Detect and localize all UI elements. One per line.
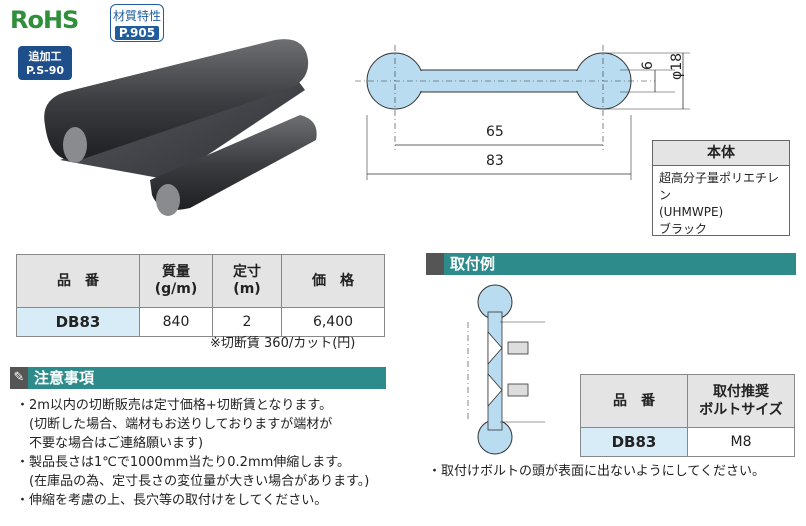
dimension-drawing [355, 45, 690, 180]
material-line: (UHMWPE) [659, 205, 724, 219]
mount-title: 取付例 [450, 255, 496, 273]
table-row: DB83 840 2 6,400 [16, 307, 385, 337]
addwork-badge-label: 追加工 [28, 50, 62, 63]
material-badge-page: P.905 [115, 26, 159, 40]
mount-header-marker [426, 253, 444, 275]
spec-header-length: 定寸 (m) [212, 254, 282, 308]
material-lines: 超高分子量ポリエチレン (UHMWPE) ブラック [653, 166, 789, 242]
mount-code: DB83 [580, 427, 688, 457]
material-line: 超高分子量ポリエチレン [659, 171, 780, 202]
material-property-badge[interactable]: 材質特性 P.905 [110, 4, 164, 42]
mount-bolt: M8 [687, 427, 795, 457]
cutting-fee-note: ※切断賃 360/カット(円) [210, 336, 356, 351]
rohs-logo: RoHS [10, 6, 79, 34]
material-line: ブラック [659, 222, 708, 236]
caution-title: 注意事項 [34, 369, 95, 387]
product-image [44, 39, 317, 216]
caution-notes: ・2m以内の切断販売は定寸価格+切断賃となります。 (切断した場合、端材もお送り… [16, 396, 396, 510]
spec-mass: 840 [139, 307, 213, 337]
caution-line: (切断した場合、端材もお送りしておりますが端材が [16, 417, 333, 432]
mount-header-bolt: 取付推奨 ボルトサイズ [687, 374, 795, 428]
spec-header-mass: 質量 (g/m) [139, 254, 213, 308]
mount-note: ・取付けボルトの頭が表面に出ないようにしてください。 [428, 464, 765, 479]
wrench-icon: ✎ [10, 367, 28, 389]
spec-price: 6,400 [281, 307, 385, 337]
material-header: 本体 [653, 141, 789, 166]
spec-code: DB83 [16, 307, 140, 337]
caution-line: (在庫品の為、定寸長さの変位量が大きい場合があります。) [16, 474, 370, 489]
dim-phi18-label: φ18 [669, 52, 685, 80]
mount-drawing [467, 284, 545, 455]
mount-table: 品 番 取付推奨 ボルトサイズ DB83 M8 [580, 374, 795, 457]
mount-header-code: 品 番 [580, 374, 688, 428]
dim-83-label: 83 [486, 153, 504, 169]
caution-header: ✎ 注意事項 [10, 367, 386, 389]
spec-table: 品 番 質量 (g/m) 定寸 (m) 価 格 DB83 840 2 6,400 [16, 254, 385, 337]
caution-line: 不要な場合はご連絡願います) [16, 436, 204, 451]
dim-6-label: 6 [640, 61, 656, 70]
spec-header-price: 価 格 [281, 254, 385, 308]
spec-length: 2 [212, 307, 282, 337]
mount-header: 取付例 [426, 253, 796, 275]
material-badge-label: 材質特性 [112, 9, 161, 23]
additional-processing-badge[interactable]: 追加工 P.S-90 [18, 46, 72, 80]
material-box: 本体 超高分子量ポリエチレン (UHMWPE) ブラック [652, 140, 790, 236]
caution-line: ・2m以内の切断販売は定寸価格+切断賃となります。 [16, 398, 333, 413]
addwork-badge-page: P.S-90 [25, 64, 65, 77]
dim-65-label: 65 [486, 124, 504, 140]
table-row: DB83 M8 [580, 427, 795, 457]
spec-header-code: 品 番 [16, 254, 140, 308]
caution-line: ・伸縮を考慮の上、長穴等の取付けをしてください。 [16, 493, 328, 508]
caution-line: ・製品長さは1℃で1000mm当たり0.2mm伸縮します。 [16, 455, 350, 470]
